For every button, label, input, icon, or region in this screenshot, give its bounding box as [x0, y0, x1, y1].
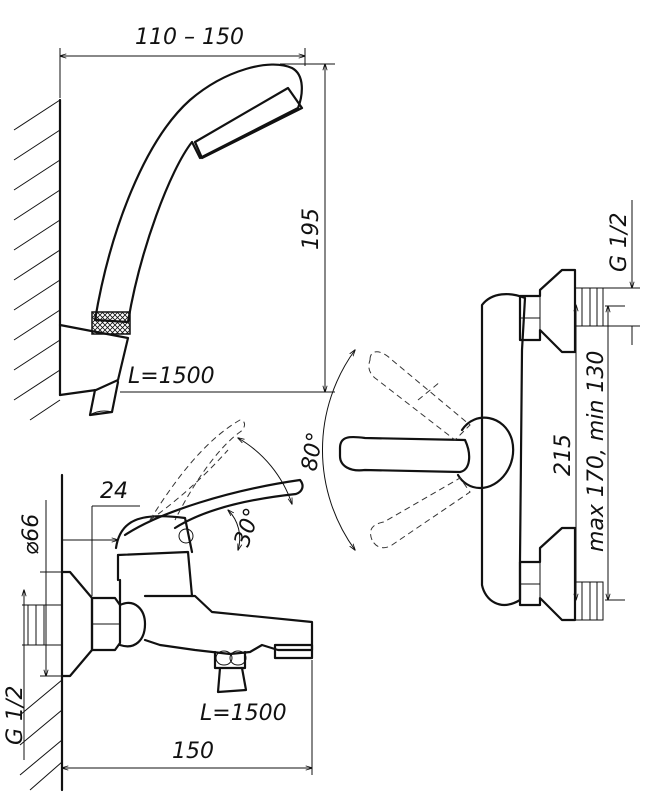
escutcheon-dia-label: ⌀66	[19, 514, 44, 555]
lever-angle-down-label: 30°	[230, 505, 266, 550]
shower-width-label: 110 – 150	[135, 25, 244, 50]
mixer-depth-label: 150	[172, 739, 214, 764]
dim-center-distance: max 170, min 130 215	[551, 305, 625, 600]
wall-top	[13, 98, 62, 421]
hose-length-top-label: L=1500	[128, 364, 215, 389]
spout-offset-label: 24	[100, 479, 128, 504]
shower-height-label: 195	[299, 208, 324, 250]
thread-left-label: G 1/2	[3, 686, 28, 745]
center-distance-label: 215	[551, 434, 576, 476]
mixer-side-view	[27, 419, 314, 694]
dim-shower-width: 110 – 150	[60, 25, 305, 98]
dim-mixer-depth: 150	[62, 660, 312, 775]
dim-thread-right: G 1/2	[603, 200, 640, 345]
thread-right-label: G 1/2	[607, 213, 632, 272]
dim-escutcheon: ⌀66	[19, 500, 62, 676]
hose-length-bottom-label: L=1500	[200, 701, 287, 726]
dim-shower-height: 195	[120, 64, 335, 392]
adjust-range-label: max 170, min 130	[584, 351, 609, 552]
lever-angle-up-label: 80°	[297, 430, 328, 473]
dim-thread-left: G 1/2	[3, 590, 28, 760]
hand-shower	[58, 63, 304, 417]
dim-spout-offset: 24	[62, 479, 140, 596]
